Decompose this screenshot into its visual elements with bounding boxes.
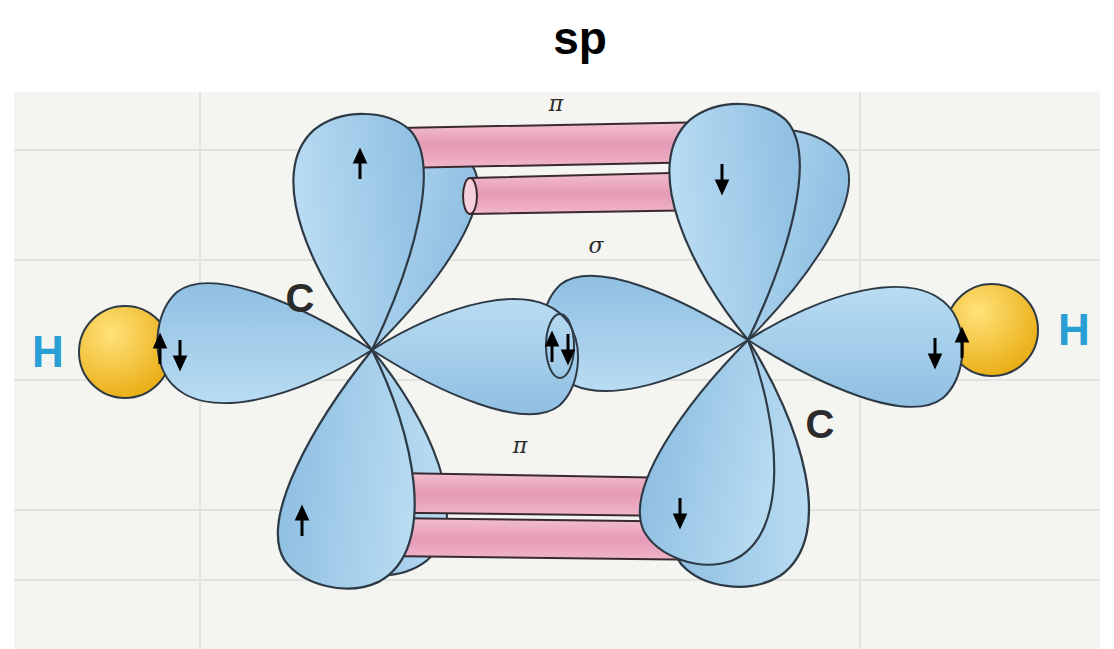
carbon-label: C (806, 404, 835, 444)
faint-table-lines (14, 92, 1100, 649)
hydrogen-label: H (1058, 308, 1090, 352)
electron-spins (155, 151, 967, 536)
hydrogen-label: H (32, 330, 64, 374)
sigma-overlap (546, 314, 574, 378)
carbon-label: C (286, 278, 315, 318)
front-lobes (157, 97, 962, 595)
page-ground (14, 92, 1100, 649)
pi-bond-label: π (513, 435, 527, 457)
title: sp (553, 15, 607, 61)
pi-bond-label: π (549, 93, 563, 115)
sigma-bond-label: σ (588, 235, 603, 257)
